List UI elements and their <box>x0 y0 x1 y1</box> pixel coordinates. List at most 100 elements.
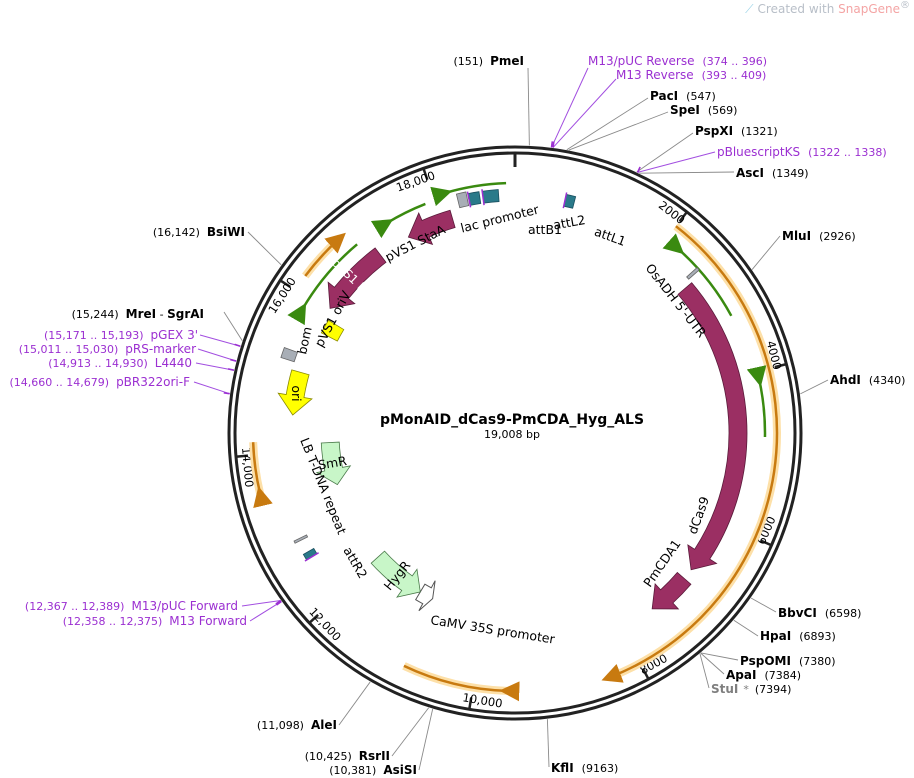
feature-osadh-5-utr[interactable] <box>686 266 700 280</box>
label-pbr322ori-f: (14,660 .. 14,679)pBR322ori-F <box>10 375 191 389</box>
callout-line <box>223 311 243 341</box>
label-paci: PacI(547) <box>650 89 716 103</box>
label-apai: ApaI(7384) <box>726 668 801 682</box>
inner-ring-arrow <box>430 181 507 207</box>
primer-site-mark <box>227 368 235 371</box>
scale-tick <box>641 667 650 679</box>
feature-attb1-edge <box>466 191 472 208</box>
primer-site-mark <box>552 141 555 148</box>
feature-attl2[interactable] <box>481 189 500 204</box>
feature-bom[interactable] <box>280 346 298 363</box>
scale-tick <box>678 212 688 223</box>
feature-smr-label: SmR <box>317 453 348 473</box>
feature-ori[interactable] <box>277 369 313 416</box>
feature-attb1[interactable] <box>467 191 482 206</box>
inner-ring-arrow <box>370 202 426 239</box>
inner-arrow-halo <box>402 662 507 695</box>
feature-lac-promoter[interactable] <box>455 191 470 209</box>
callout-line <box>733 619 759 637</box>
inner-ring-arrows <box>249 181 781 702</box>
inner-ring-arrow <box>746 365 767 437</box>
callout-line <box>700 652 725 675</box>
scale-tick <box>280 279 291 288</box>
inner-ring-arrow <box>662 233 733 317</box>
callout-line <box>197 348 237 362</box>
callout-line <box>699 653 710 689</box>
callout-line <box>195 362 235 371</box>
primer-site-mark <box>550 141 554 148</box>
feature-smr[interactable] <box>315 441 352 486</box>
callout-line <box>551 67 589 148</box>
primer-site-mark <box>234 343 241 347</box>
snapgene-watermark: ⟋Created with SnapGene® <box>745 0 910 16</box>
scale-tick <box>774 363 786 369</box>
label-m13-puc-forward: (12,367 .. 12,389)M13/pUC Forward <box>25 599 238 613</box>
feature-attl1[interactable] <box>563 193 577 209</box>
primer-site-mark <box>276 600 282 606</box>
callout-line <box>546 719 550 768</box>
callout-line <box>568 111 669 151</box>
callout-line <box>338 681 371 726</box>
label-asisi: (10,381)AsiSI <box>329 763 417 777</box>
scale-tick <box>468 697 473 709</box>
callout-line <box>241 600 281 607</box>
callout-line <box>636 132 694 173</box>
label-m13-forward: (12,358 .. 12,375)M13 Forward <box>63 614 247 628</box>
label-ahdi: AhdI(4340) <box>830 373 905 387</box>
callout-line <box>700 652 739 661</box>
label-hpai: HpaI(6893) <box>760 629 836 643</box>
callout-line <box>247 231 282 266</box>
feature-camv-35s-promoter[interactable] <box>414 580 436 612</box>
feature-ori-label: ori <box>289 385 304 401</box>
feature-arrows <box>277 189 748 612</box>
callout-line <box>552 78 617 148</box>
callout-line <box>637 151 716 173</box>
primer-site-mark <box>636 166 641 173</box>
callout-line <box>199 334 241 347</box>
inner-ring-arrow <box>287 243 358 326</box>
plasmid-name: pMonAID_dCas9-PmCDA_Hyg_ALS <box>380 412 644 428</box>
feature-pvs1-oriv[interactable] <box>320 319 345 342</box>
label-l4440: (14,913 .. 14,930)L4440 <box>48 356 192 370</box>
inner-ring-arrow <box>403 664 520 702</box>
feature-hygr[interactable] <box>370 550 421 598</box>
feature-attr2-edge <box>304 552 319 562</box>
label-prs-marker: (15,011 .. 15,030)pRS-marker <box>19 342 196 356</box>
callout-line <box>800 379 829 395</box>
label-alei: (11,098)AleI <box>257 718 337 732</box>
callout-line <box>639 171 735 174</box>
scale-tick <box>236 454 249 458</box>
callout-line <box>418 708 434 771</box>
label-pspxi: PspXI(1321) <box>695 124 778 138</box>
feature-pvs1-staa[interactable] <box>407 209 456 246</box>
scale-tick <box>760 539 772 547</box>
callout-line <box>566 97 649 151</box>
feature-lb-t-dna-repeat[interactable] <box>293 534 309 544</box>
primer-site-mark <box>275 599 282 605</box>
callout-line <box>193 381 230 395</box>
backbone-outer-ring <box>227 145 803 721</box>
primer-site-mark <box>230 358 237 362</box>
label-pmei: (151)PmeI <box>454 54 525 68</box>
callout-line <box>249 601 282 622</box>
label-pspomi: PspOMI(7380) <box>740 654 836 668</box>
callout-line <box>751 235 781 270</box>
label-rsrii: (10,425)RsrII <box>305 749 390 763</box>
scale-tick <box>309 613 319 624</box>
feature-pmcda1[interactable] <box>651 571 692 610</box>
label-kfli: KflI(9163) <box>551 761 618 775</box>
inner-ring-arrow <box>251 442 273 509</box>
label-bbvci: BbvCI(6598) <box>778 606 861 620</box>
label-bsiwi: (16,142)BsiWI <box>153 225 245 239</box>
feature-pvs1-r[interactable] <box>327 247 387 309</box>
feature-label-attr2: attR2 <box>340 544 370 581</box>
label-pbluescriptks: pBluescriptKS(1322 .. 1338) <box>717 145 887 159</box>
snapgene-leaf-icon: ⟋ <box>745 2 754 16</box>
primer-site-mark <box>223 392 230 395</box>
feature-label-attl2: attL2 <box>552 212 587 232</box>
label-stui: StuI*(7394) <box>711 682 791 696</box>
feature-dcas9[interactable] <box>677 282 748 571</box>
feature-label-attb1: attB1 <box>528 222 562 237</box>
inner-ring-arrow <box>601 225 779 683</box>
